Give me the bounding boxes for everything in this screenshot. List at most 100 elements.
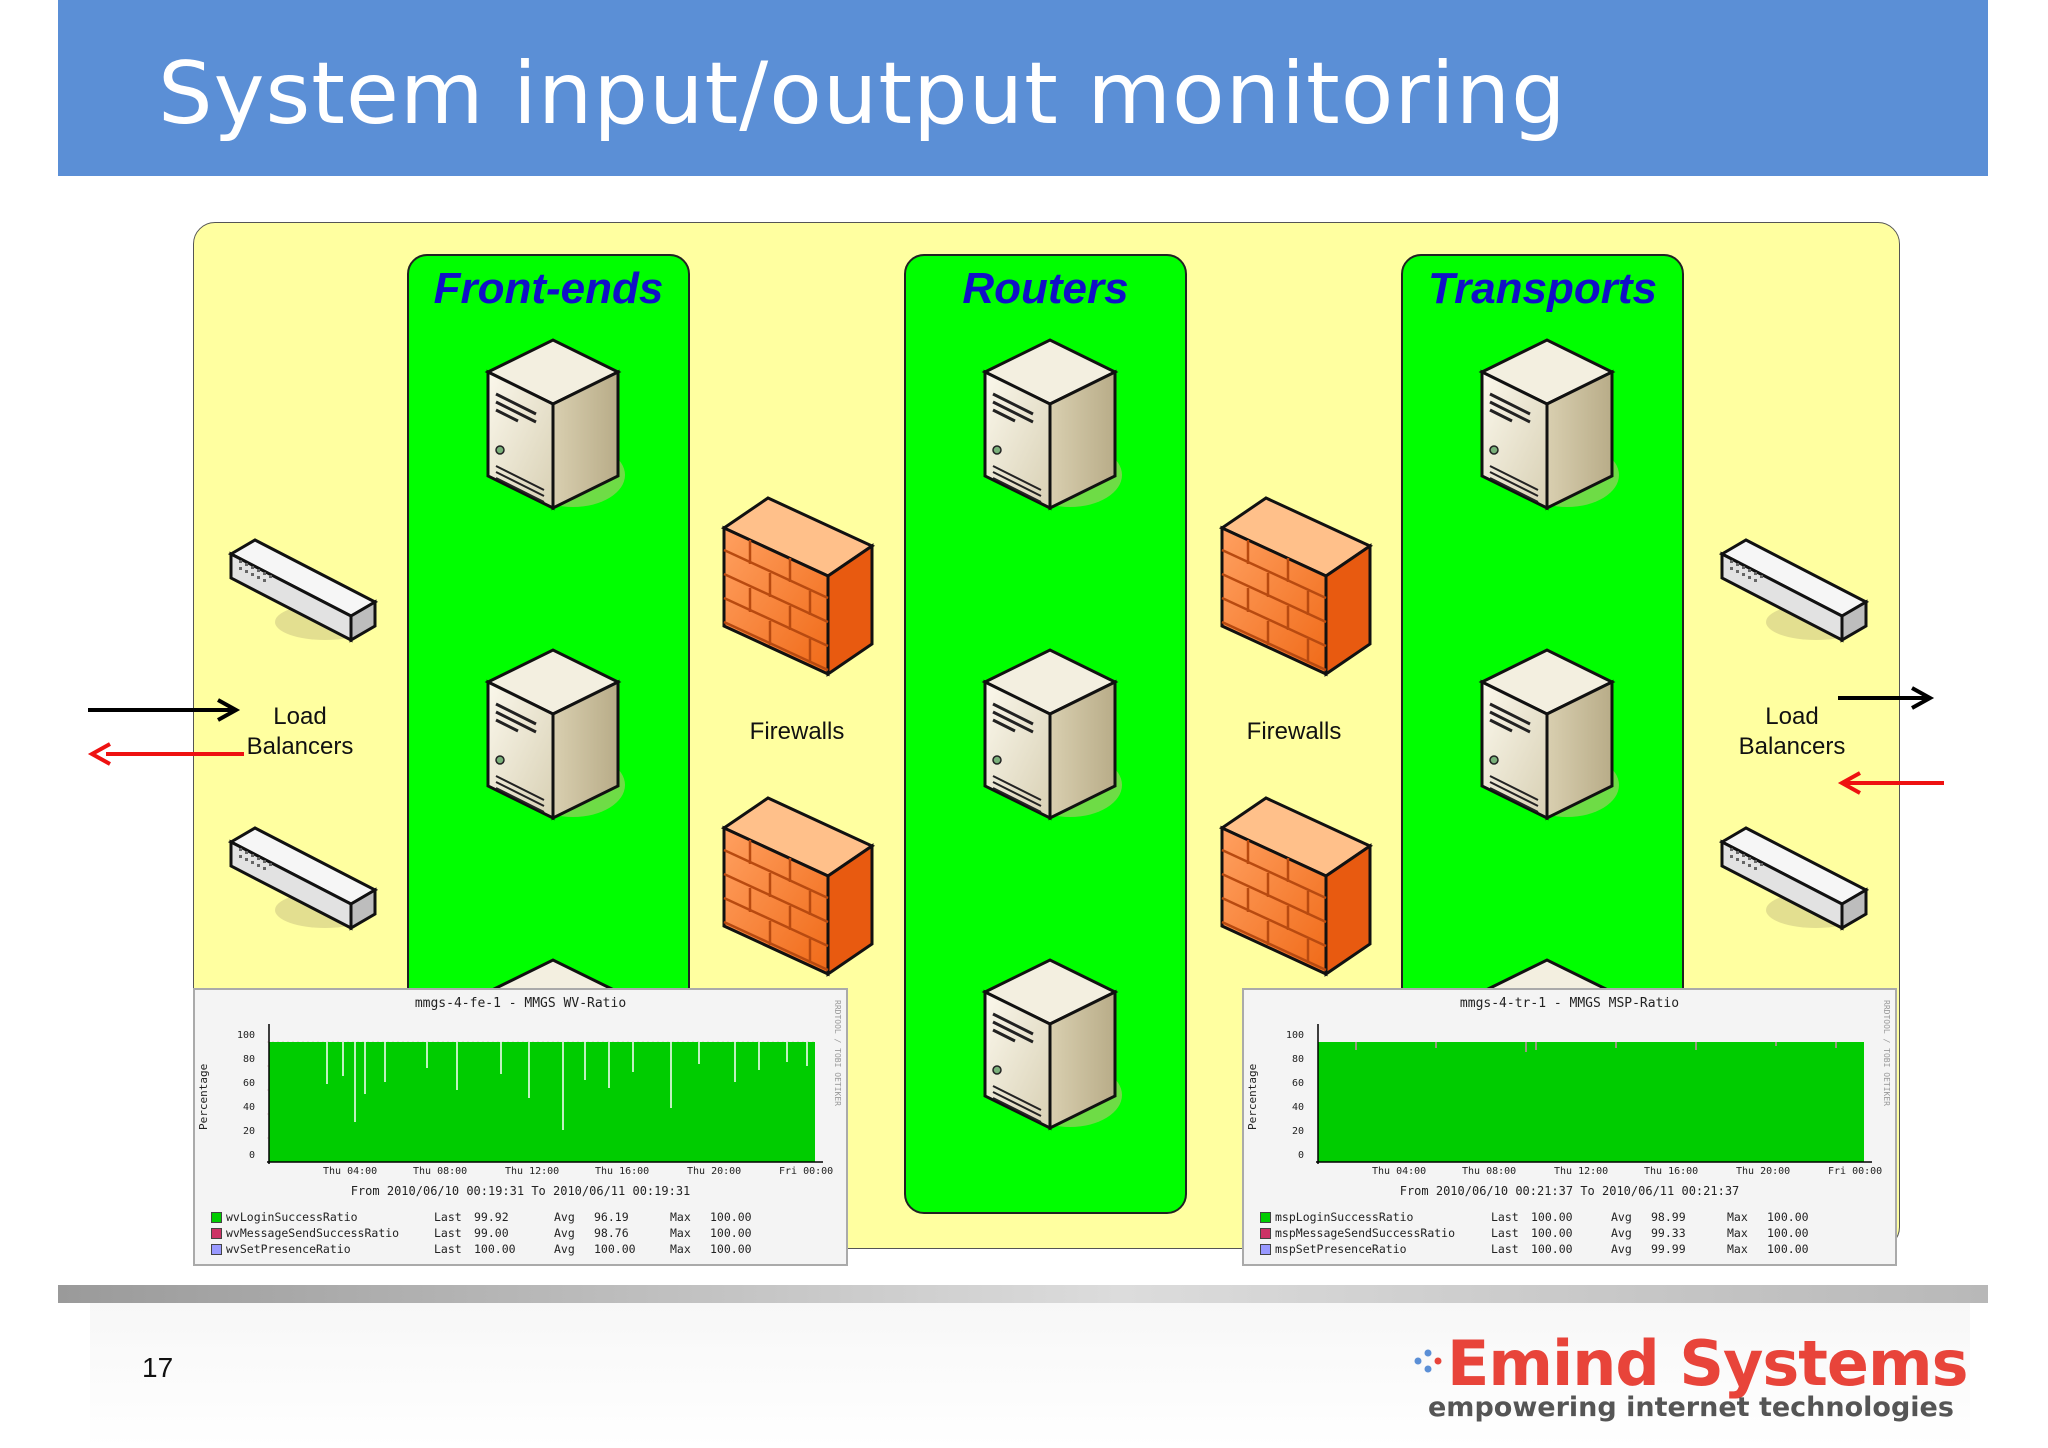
xtick: Thu 04:00 [1372, 1166, 1427, 1177]
tier-title: Routers [962, 264, 1129, 313]
ytick: 100 [1285, 1030, 1304, 1041]
graph-plot [1316, 1024, 1876, 1164]
firewall-icon [1220, 496, 1372, 676]
server-icon [983, 338, 1124, 510]
legend-name: wvSetPresenceRatio [226, 1242, 351, 1256]
legend-last: 99.92 [474, 1210, 509, 1224]
ytick: 0 [248, 1150, 255, 1161]
arrow-icon [87, 698, 244, 766]
legend-word: Avg [1611, 1226, 1632, 1240]
ytick: 100 [236, 1030, 255, 1041]
ytick: 60 [242, 1078, 255, 1089]
legend-word: Avg [554, 1226, 575, 1240]
graph-transport-ratio: mmgs-4-tr-1 - MMGS MSP-Ratio RRDTOOL / T… [1242, 988, 1897, 1266]
legend-word: Max [670, 1242, 691, 1256]
xtick: Fri 00:00 [779, 1166, 834, 1177]
xtick: Fri 00:00 [1828, 1166, 1883, 1177]
legend-max: 100.00 [710, 1226, 752, 1240]
xtick: Thu 12:00 [1554, 1166, 1609, 1177]
graph-watermark: RRDTOOL / TOBI OETIKER [1882, 1000, 1891, 1106]
graph-title: mmgs-4-fe-1 - MMGS WV-Ratio [414, 996, 627, 1011]
switch-icon [1720, 538, 1868, 642]
legend-name: mspSetPresenceRatio [1275, 1242, 1407, 1256]
legend-name: mspLoginSuccessRatio [1275, 1210, 1414, 1224]
legend-swatch [1260, 1228, 1271, 1239]
legend-word: Max [670, 1210, 691, 1224]
legend-avg: 96.19 [594, 1210, 629, 1224]
xtick: Thu 16:00 [595, 1166, 650, 1177]
footer-background [90, 1303, 1970, 1448]
legend-name: mspMessageSendSuccessRatio [1275, 1226, 1456, 1240]
server-icon [1480, 648, 1621, 820]
arrow-icon [1837, 686, 1944, 795]
legend-word: Max [1727, 1210, 1748, 1224]
legend-word: Avg [554, 1242, 575, 1256]
legend-swatch [211, 1244, 222, 1255]
legend-word: Avg [1611, 1210, 1632, 1224]
logo-tagline: empowering internet technologies [1428, 1392, 1954, 1423]
legend-row: wvLoginSuccessRatio Last 99.92 Avg 96.19 Max 1… [211, 1210, 752, 1226]
logo-name: Emind Systems [1447, 1327, 1968, 1400]
graph-ylabel: Percentage [197, 1063, 210, 1130]
legend-last: 100.00 [1531, 1210, 1573, 1224]
firewall-icon [722, 496, 874, 676]
footer-bar [58, 1285, 1988, 1303]
legend-swatch [1260, 1212, 1271, 1223]
legend-last: 100.00 [1531, 1226, 1573, 1240]
firewall-icon [722, 796, 874, 976]
server-icon [983, 958, 1124, 1130]
title-bar: System input/output monitoring [58, 0, 1988, 176]
label-line: Balancers [246, 733, 354, 760]
firewalls-label-right: Firewalls [1246, 718, 1342, 745]
legend-avg: 98.76 [594, 1226, 629, 1240]
legend-swatch [1260, 1244, 1271, 1255]
server-icon [486, 648, 627, 820]
ytick: 20 [1291, 1126, 1304, 1137]
page-number: 17 [142, 1352, 174, 1383]
tier-title: Transports [1427, 264, 1658, 313]
legend-name: wvMessageSendSuccessRatio [226, 1226, 400, 1240]
legend-word: Max [1727, 1242, 1748, 1256]
firewalls-label-left: Firewalls [749, 718, 845, 745]
legend-swatch [211, 1212, 222, 1223]
graph-range: From 2010/06/10 00:21:37 To 2010/06/11 0… [1399, 1184, 1740, 1198]
legend-last: 100.00 [1531, 1242, 1573, 1256]
ytick: 0 [1297, 1150, 1304, 1161]
graph-title: mmgs-4-tr-1 - MMGS MSP-Ratio [1459, 996, 1680, 1011]
ytick: 60 [1291, 1078, 1304, 1089]
switch-icon [229, 538, 377, 642]
legend-last: 100.00 [474, 1242, 516, 1256]
legend-word: Last [434, 1226, 462, 1240]
plot-dips [1355, 1042, 1837, 1052]
legend-last: 99.00 [474, 1226, 509, 1240]
legend-word: Last [1491, 1226, 1519, 1240]
legend-max: 100.00 [710, 1242, 752, 1256]
label-line: Balancers [1738, 733, 1846, 760]
graph-ylabel: Percentage [1246, 1063, 1259, 1130]
label-line: Load [273, 703, 327, 730]
legend-word: Last [434, 1210, 462, 1224]
legend-avg: 98.99 [1651, 1210, 1686, 1224]
legend-name: wvLoginSuccessRatio [226, 1210, 358, 1224]
legend-word: Avg [554, 1210, 575, 1224]
graph-watermark: RRDTOOL / TOBI OETIKER [833, 1000, 842, 1106]
legend-word: Avg [1611, 1242, 1632, 1256]
legend-swatch [211, 1228, 222, 1239]
legend-word: Last [1491, 1242, 1519, 1256]
xtick: Thu 04:00 [323, 1166, 378, 1177]
server-icon [1480, 338, 1621, 510]
graph-frontend-ratio: mmgs-4-fe-1 - MMGS WV-Ratio RRDTOOL / TO… [193, 988, 848, 1266]
legend-row: wvMessageSendSuccessRatio Last 99.00 Avg 98.… [211, 1226, 752, 1242]
xtick: Thu 12:00 [505, 1166, 560, 1177]
xtick: Thu 20:00 [1736, 1166, 1791, 1177]
xtick: Thu 08:00 [1462, 1166, 1517, 1177]
server-icon [486, 338, 627, 510]
load-balancers-label-left: Load Balancers [230, 702, 370, 762]
plot-dips [326, 1042, 808, 1130]
legend-max: 100.00 [710, 1210, 752, 1224]
legend-max: 100.00 [1767, 1242, 1809, 1256]
